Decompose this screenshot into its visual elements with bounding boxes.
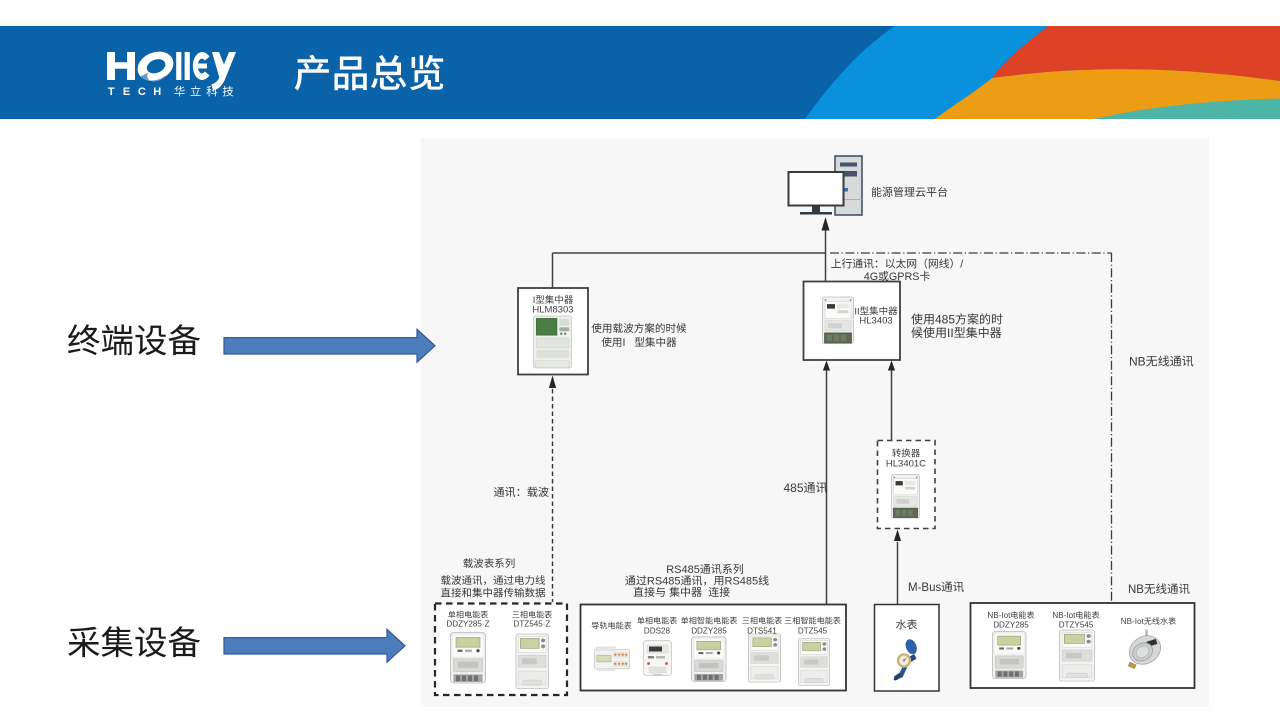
- svg-text:DTZ545: DTZ545: [798, 627, 828, 636]
- svg-text:NB: NB: [1128, 584, 1144, 596]
- svg-text:4G: 4G: [864, 271, 878, 283]
- svg-text:485: 485: [935, 313, 955, 327]
- svg-text:485: 485: [784, 481, 804, 495]
- svg-text:NB-Iot: NB-Iot: [1052, 611, 1076, 620]
- svg-text:NB-Iot: NB-Iot: [1121, 617, 1145, 626]
- svg-text:NB-Iot: NB-Iot: [987, 611, 1011, 620]
- svg-text:DDS28: DDS28: [644, 627, 671, 636]
- svg-text:E: E: [123, 86, 130, 98]
- svg-text:NB: NB: [1129, 355, 1146, 369]
- svg-text:I: I: [533, 295, 536, 306]
- svg-text:RS485: RS485: [666, 564, 700, 576]
- svg-text:M-Bus: M-Bus: [908, 582, 941, 594]
- svg-text:DDZY285: DDZY285: [993, 621, 1029, 630]
- svg-text:DDZY285: DDZY285: [691, 627, 727, 636]
- svg-text:DDZY285·Z: DDZY285·Z: [446, 620, 489, 629]
- svg-text:I: I: [623, 337, 626, 349]
- svg-text:DTS541: DTS541: [747, 627, 777, 636]
- svg-text:/: /: [960, 259, 963, 271]
- svg-text:GPRS: GPRS: [889, 271, 920, 283]
- svg-text:T: T: [108, 86, 115, 98]
- svg-text:H: H: [153, 86, 161, 98]
- svg-text:RS485: RS485: [647, 576, 681, 588]
- svg-text:HL3401C: HL3401C: [886, 459, 926, 470]
- svg-text:RS485: RS485: [725, 576, 759, 588]
- svg-text:DTZY545: DTZY545: [1059, 621, 1094, 630]
- svg-text:HLM8303: HLM8303: [532, 305, 573, 316]
- svg-text:II: II: [947, 326, 954, 340]
- svg-text:II: II: [854, 306, 859, 317]
- svg-text:HL3403: HL3403: [859, 316, 892, 327]
- svg-text:C: C: [138, 86, 146, 98]
- svg-text:DTZ545·Z: DTZ545·Z: [514, 620, 551, 629]
